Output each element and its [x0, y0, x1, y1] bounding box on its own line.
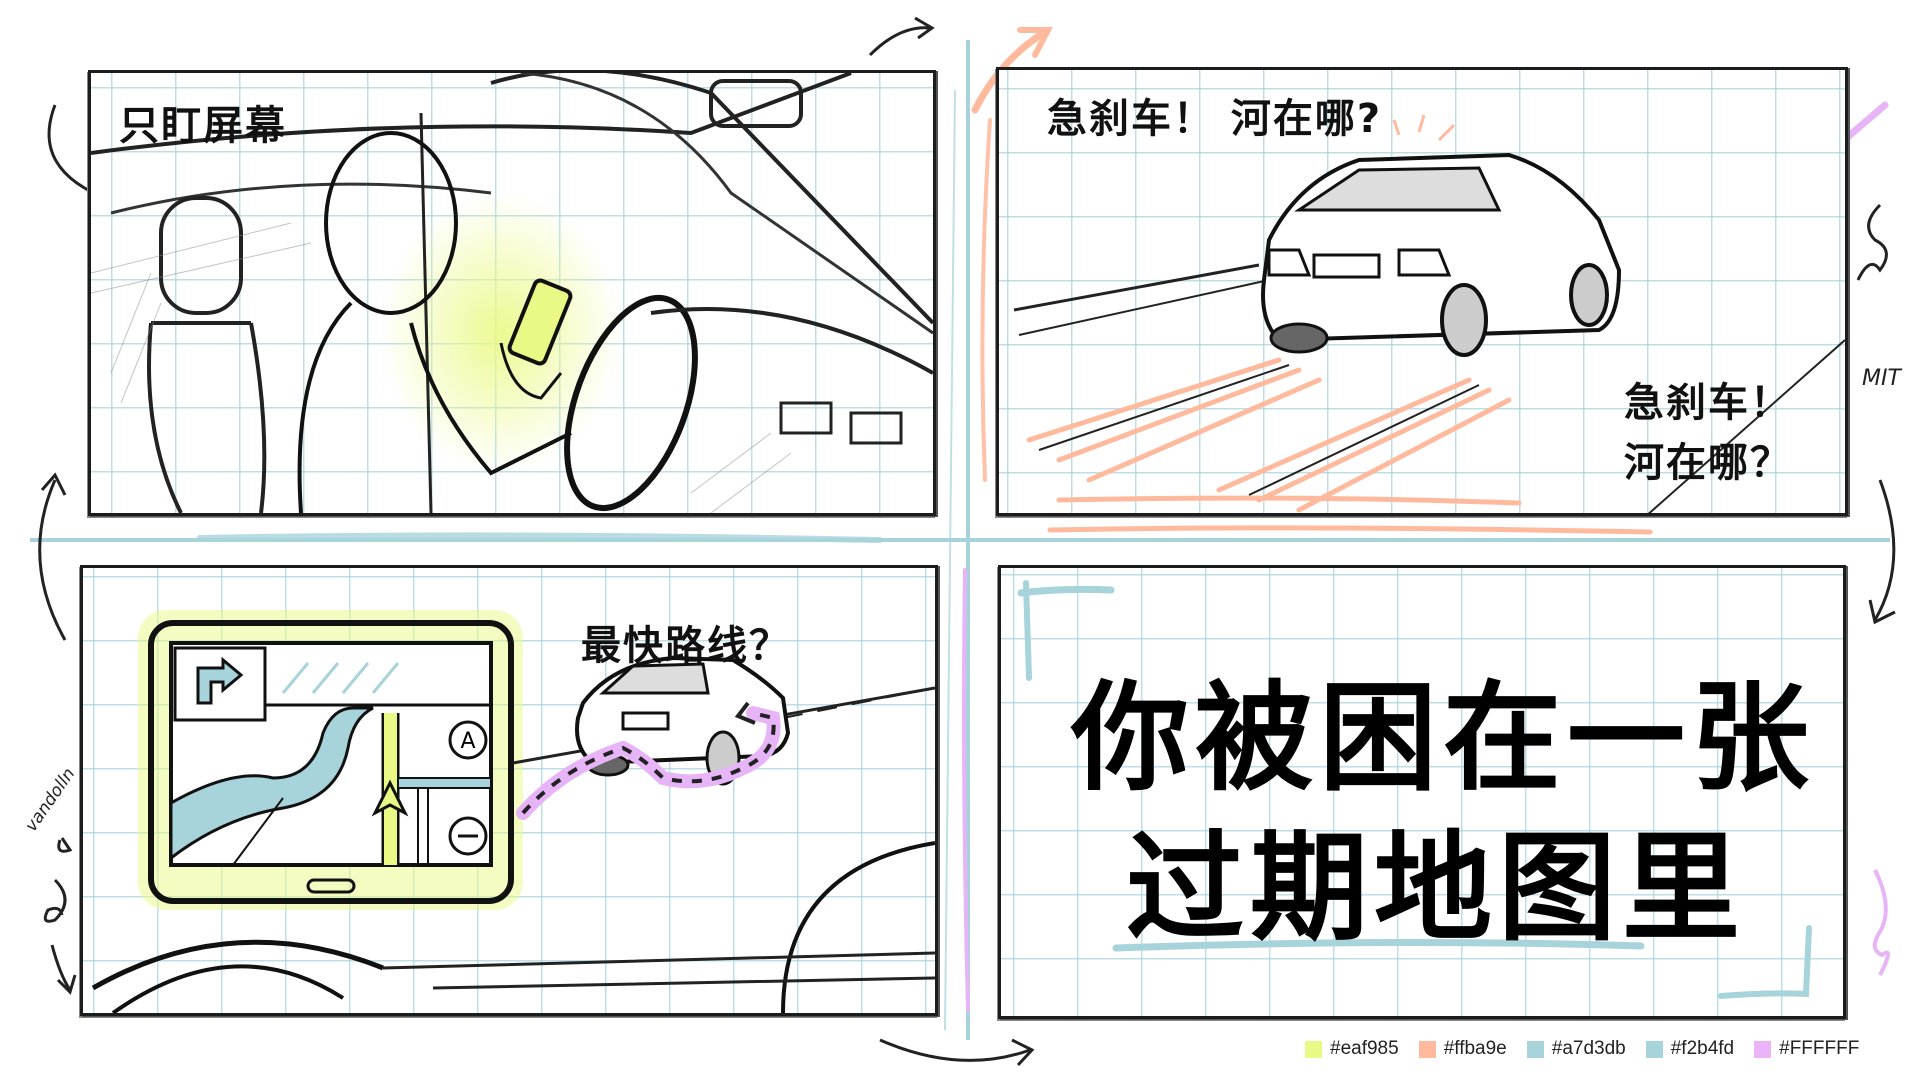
title-card-decoration [1017, 580, 1812, 999]
palette-item: #ffba9e [1418, 1038, 1507, 1060]
panel-2-caption-side-1: 急刹车！ [1624, 380, 1792, 426]
panel-3-caption: 最快路线？ [581, 623, 791, 669]
panel-driver-phone: 只盯屏幕 [88, 70, 936, 516]
palette-label: #a7d3db [1551, 1038, 1626, 1059]
curved-arrow-icon [38, 479, 67, 641]
rearview-mirror-icon [709, 79, 803, 128]
steering-wheel-icon [564, 294, 698, 512]
panel-title-card: 你被困在一张 过期地图里 [998, 565, 1846, 1019]
phone-icon [507, 278, 573, 366]
swatch-icon [1645, 1040, 1663, 1058]
swatch-icon [1526, 1040, 1544, 1058]
panel-gps-route: A 最快路线？ [80, 565, 938, 1016]
headrest-icon [159, 196, 243, 315]
orange-arrow-icon [971, 28, 1049, 114]
panel-2-caption-top: 急刹车！ 河在哪? [1047, 96, 1383, 142]
curved-arrow-icon [1873, 479, 1896, 621]
title-line-2: 过期地图里 [1125, 819, 1746, 957]
pink-loop-icon [1872, 869, 1890, 976]
position-arrow-icon [371, 779, 409, 817]
palette-label: #eaf985 [1330, 1038, 1399, 1059]
driver-head-icon [324, 131, 458, 315]
panel-car-skidding: 急刹车！ 河在哪? 急刹车！ 河在哪？ [996, 67, 1848, 516]
palette-label: #ffba9e [1443, 1038, 1507, 1059]
title-line-1: 你被困在一张 [1071, 669, 1816, 807]
panel-2-caption-side-2: 河在哪？ [1624, 440, 1792, 486]
curved-arrow-icon [879, 1038, 1031, 1062]
title-block: 你被困在一张 过期地图里 [1071, 663, 1816, 963]
palette-item: #FFFFFF [1754, 1038, 1859, 1060]
driver-phone-illustration [91, 73, 933, 513]
panel-1-caption: 只盯屏幕 [119, 103, 287, 149]
color-palette-legend: #eaf985 #ffba9e #a7d3db #f2b4fd #FFFFFF [1305, 1038, 1859, 1060]
home-button-icon [306, 878, 356, 894]
palette-label: #FFFFFF [1779, 1038, 1860, 1059]
steering-wheel-icon [91, 939, 384, 991]
swatch-icon [1305, 1040, 1322, 1058]
margin-tally-text: MIT [1862, 366, 1901, 391]
swatch-icon [1418, 1040, 1436, 1058]
gps-device: A [138, 610, 523, 910]
palette-label: #f2b4fd [1670, 1038, 1735, 1059]
car-icon [575, 655, 791, 786]
skidding-car-illustration [1013, 114, 1845, 513]
zoom-in-button-icon[interactable] [448, 720, 488, 760]
river-icon [169, 706, 374, 862]
squiggle-arrow-icon [1856, 203, 1888, 281]
swatch-icon [1754, 1040, 1772, 1058]
palette-item: #eaf985 [1305, 1038, 1399, 1060]
turn-right-icon [196, 656, 244, 705]
gps-scene-illustration: A [91, 610, 935, 1013]
palette-item: #a7d3db [1526, 1038, 1626, 1060]
title-underline [1112, 938, 1645, 952]
car-icon [1261, 152, 1622, 357]
arrow-icon [868, 26, 931, 57]
zoom-in-glyph: A [460, 729, 475, 754]
palette-item: #f2b4fd [1645, 1038, 1735, 1060]
